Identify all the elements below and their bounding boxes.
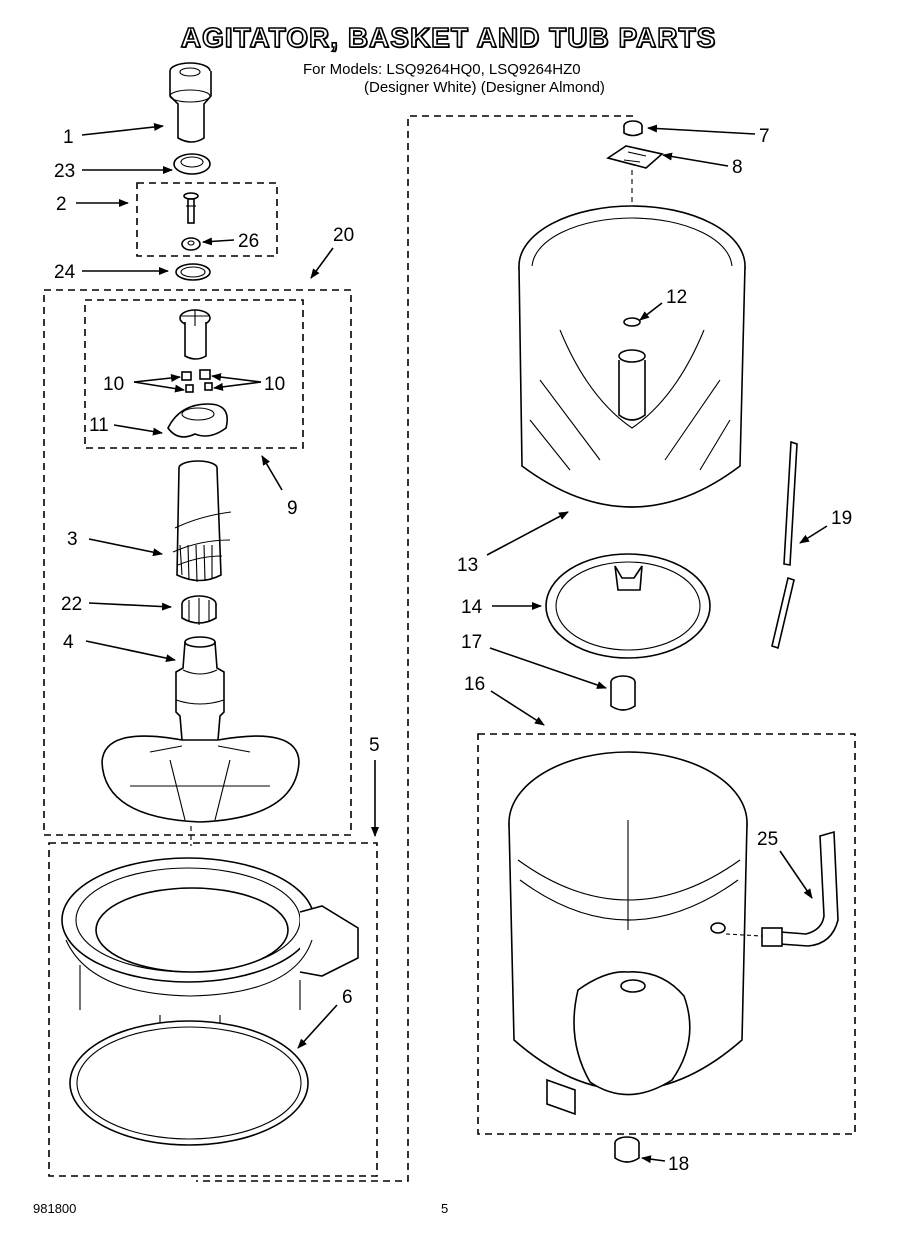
part-2-bolt [181,192,201,251]
footer-part-code: 981800 [33,1201,77,1216]
part-8-clamp [606,145,664,169]
models-line: For Models: LSQ9264HQ0, LSQ9264HZ0 [303,61,581,78]
callout-6: 6 [342,987,353,1008]
part-19-hose [783,440,798,566]
callout-22: 22 [61,594,82,615]
callout-5: 5 [369,735,380,756]
callout-17: 17 [461,632,482,653]
part-23-cam [173,153,211,175]
page-title: AGITATOR, BASKET AND TUB PARTS [180,21,717,54]
variants-line: (Designer White) (Designer Almond) [364,79,605,96]
group-box-20 [43,289,352,836]
part-6-seal-ring [69,1020,309,1146]
callout-10-right: 10 [264,374,285,395]
connector-dashed-line [196,115,633,1182]
callout-16: 16 [464,674,485,695]
callout-20: 20 [333,225,354,246]
callout-19: 19 [831,508,852,529]
leader-lines [76,123,828,1164]
part-14-filter [545,553,711,659]
callout-25: 25 [757,829,778,850]
group-box-9 [84,299,304,449]
callout-23: 23 [54,161,75,182]
group-box-5 [48,842,378,1177]
callout-8: 8 [732,157,743,178]
part-4-agitator-base [101,636,300,823]
callout-7: 7 [759,126,770,147]
callout-11: 11 [89,415,109,436]
part-18-plug [614,1136,640,1163]
part-5-tub-ring [61,857,359,1035]
callout-12: 12 [666,287,687,308]
callout-4: 4 [63,632,74,653]
callout-24: 24 [54,262,76,283]
callout-10-left: 10 [103,374,124,395]
part-3-auger [172,460,232,583]
callout-18: 18 [668,1154,689,1175]
callout-14: 14 [461,597,483,618]
part-9-dogs-assembly [167,309,228,438]
part-19-hose-lower [771,576,795,650]
callout-3: 3 [67,529,78,550]
part-25-hose [725,830,839,947]
callout-9: 9 [287,498,298,519]
part-16-tub [508,751,748,1116]
part-22-clutch [181,595,217,625]
group-box-16 [477,733,856,1135]
footer-page-number: 5 [441,1201,449,1216]
part-17-drive-block [610,675,636,711]
group-box-2 [136,182,278,257]
callout-26: 26 [238,231,259,252]
part-7-nut [623,120,643,137]
part-1-agitator-cap [169,62,212,143]
callout-1: 1 [63,127,74,148]
callout-2: 2 [56,194,67,215]
part-13-basket [518,205,746,508]
callout-13: 13 [457,555,478,576]
